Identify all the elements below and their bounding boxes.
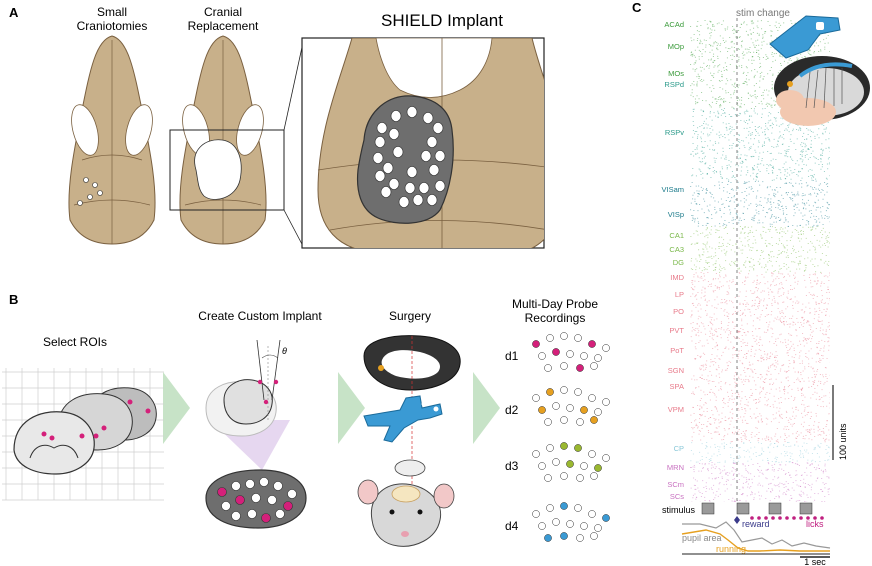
region-label-visam: VISam bbox=[661, 185, 684, 194]
col1-title-line1: Small bbox=[97, 5, 127, 19]
region-label-acad: ACAd bbox=[664, 20, 684, 29]
stimulus-image-1 bbox=[701, 502, 715, 515]
custom-implant-design: θ bbox=[205, 339, 307, 529]
reward-label: reward bbox=[742, 519, 770, 529]
arrow-3 bbox=[473, 372, 500, 444]
day-label: d4 bbox=[505, 519, 519, 533]
reward-marker bbox=[734, 516, 740, 524]
units-scale-label: 100 units bbox=[838, 423, 848, 460]
shield-implant-zoom bbox=[301, 37, 545, 249]
stimulus-image-3 bbox=[768, 502, 782, 515]
probe-marker bbox=[378, 365, 384, 371]
time-scale-label: 1 sec bbox=[804, 557, 826, 566]
stimulus-image-4 bbox=[799, 502, 813, 515]
region-label-rspv: RSPv bbox=[665, 128, 684, 137]
panel-b-letter: B bbox=[9, 292, 18, 307]
region-label-scs: SCs bbox=[670, 492, 684, 501]
brain-slices bbox=[13, 387, 157, 475]
arrow-2 bbox=[338, 372, 365, 444]
region-label-po: PO bbox=[673, 307, 684, 316]
region-label-mop: MOp bbox=[668, 42, 684, 51]
running-trace bbox=[681, 529, 830, 552]
pupil-label: pupil area bbox=[682, 533, 722, 543]
col2-title-line1: Cranial bbox=[204, 5, 242, 19]
arrow-1 bbox=[163, 372, 190, 444]
col2-title-line2: Replacement bbox=[188, 19, 259, 33]
day-label: d3 bbox=[505, 459, 519, 473]
region-label-sgn: SGN bbox=[668, 366, 684, 375]
theta-label: θ bbox=[282, 346, 287, 356]
zoom-line-bottom bbox=[283, 209, 305, 249]
region-label-dg: DG bbox=[673, 258, 684, 267]
region-label-pot: PoT bbox=[670, 346, 684, 355]
skull-cranial-replacement bbox=[169, 35, 285, 245]
stimulus-image-2 bbox=[736, 502, 750, 515]
step1-label: Select ROIs bbox=[43, 335, 107, 349]
day-label: d1 bbox=[505, 349, 519, 363]
multi-day-recordings: d1 d2 d3 d4 bbox=[505, 332, 610, 542]
panel-a-letter: A bbox=[9, 5, 19, 20]
region-label-imd: IMD bbox=[670, 273, 684, 282]
lick-dots bbox=[750, 516, 824, 520]
region-label-pvt: PVT bbox=[669, 326, 684, 335]
region-label-spa: SPA bbox=[670, 382, 684, 391]
region-label-mrn: MRN bbox=[667, 463, 684, 472]
stimulus-label: stimulus bbox=[662, 505, 696, 515]
rig-thumbnail bbox=[769, 15, 870, 126]
step3-label: Surgery bbox=[389, 309, 431, 323]
col1-title-line2: Craniotomies bbox=[77, 19, 148, 33]
step4-label-line1: Multi-Day Probe bbox=[512, 297, 598, 311]
licks-label: licks bbox=[806, 519, 824, 529]
region-label-cp: CP bbox=[674, 444, 684, 453]
day-label: d2 bbox=[505, 403, 519, 417]
region-label-ca3: CA3 bbox=[669, 245, 684, 254]
region-label-ca1: CA1 bbox=[669, 231, 684, 240]
pupil-trace bbox=[682, 521, 831, 549]
col3-title: SHIELD Implant bbox=[381, 11, 503, 30]
region-label-lp: LP bbox=[675, 290, 684, 299]
zoom-line-top bbox=[283, 37, 305, 131]
region-label-scm: SCm bbox=[667, 480, 684, 489]
step2-label: Create Custom Implant bbox=[198, 309, 322, 323]
region-label-visp: VISp bbox=[668, 210, 684, 219]
running-label: running bbox=[716, 544, 746, 554]
step4-label-line2: Recordings bbox=[525, 311, 586, 325]
region-label-vpm: VPM bbox=[668, 405, 684, 414]
stim-change-label: stim change bbox=[736, 8, 790, 19]
skull-small-craniotomies bbox=[68, 35, 156, 245]
region-label-mos: MOs bbox=[668, 69, 684, 78]
region-label-rspd: RSPd bbox=[664, 80, 684, 89]
panel-c-letter: C bbox=[632, 0, 642, 15]
surgery-illustration bbox=[357, 335, 461, 547]
